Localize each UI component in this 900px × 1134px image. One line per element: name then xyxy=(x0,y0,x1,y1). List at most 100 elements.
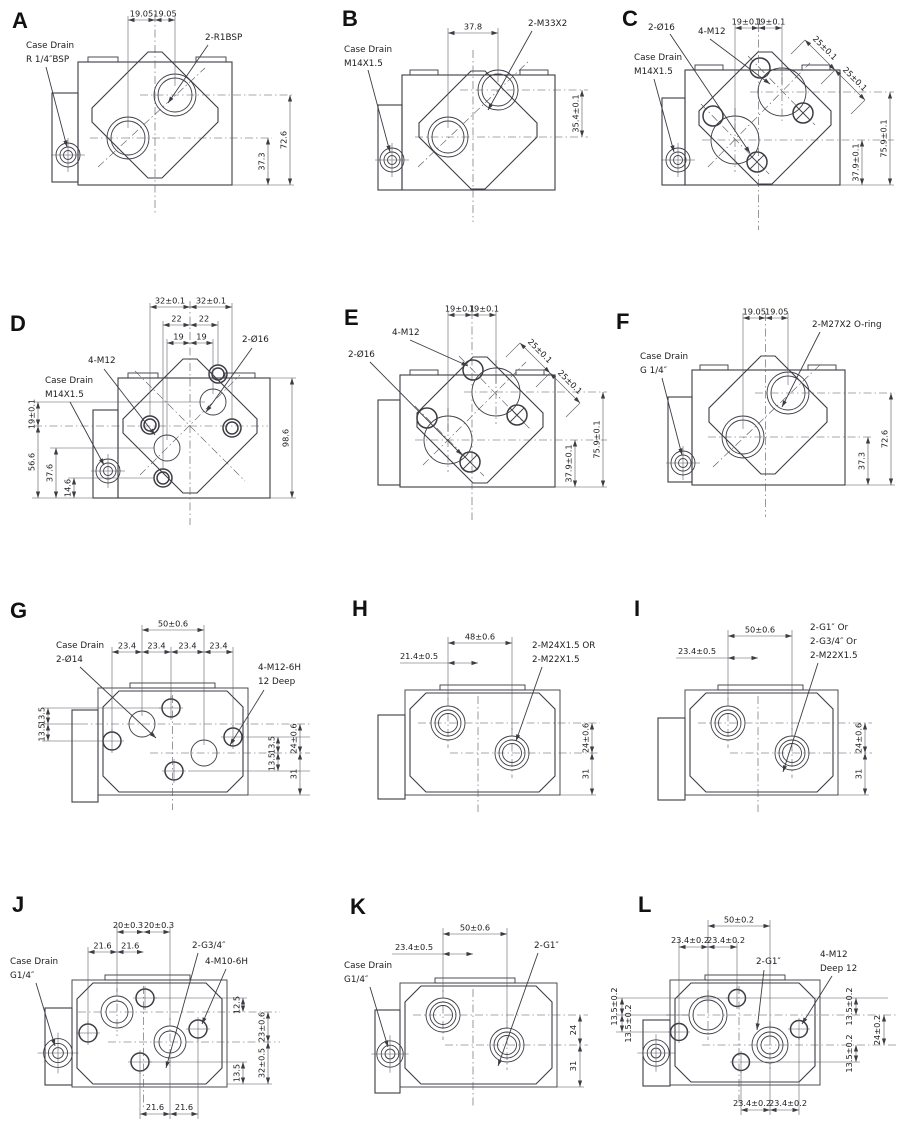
top-tab xyxy=(87,56,119,63)
face-outline xyxy=(102,690,244,793)
face-outline xyxy=(689,692,834,793)
dim-arrow xyxy=(579,90,585,97)
dim-arrow xyxy=(471,660,478,666)
dim-label: 25±0.1 xyxy=(526,337,555,366)
callout-label: 4-M12-6H xyxy=(258,663,301,673)
dim-arrow xyxy=(781,315,788,321)
dim-label: 31 xyxy=(854,769,864,779)
dowel-hole xyxy=(459,451,481,473)
callout-label: Case Drain xyxy=(640,352,688,362)
dim-arrow xyxy=(543,366,550,373)
panel-letter: G xyxy=(10,598,27,623)
dim-arrow xyxy=(240,1005,246,1012)
dim-arrow xyxy=(112,649,119,655)
dim-arrow xyxy=(775,25,782,31)
dim-arrow xyxy=(183,340,190,346)
dim-arrow xyxy=(619,998,625,1005)
dim-label: 19.05 xyxy=(765,307,788,317)
dowel-hole xyxy=(792,102,814,124)
panel-letter: D xyxy=(10,311,26,336)
panel-letter: E xyxy=(344,305,359,330)
dim-arrow xyxy=(488,103,493,110)
extension-line xyxy=(820,69,836,85)
leader-line xyxy=(79,666,157,739)
leader-line xyxy=(756,969,765,1031)
dim-label: 20±0.3 xyxy=(144,920,174,930)
dim-arrow xyxy=(881,1015,887,1022)
leader-line xyxy=(709,38,771,85)
dim-arrow xyxy=(88,949,95,955)
leader-line xyxy=(45,66,68,148)
dim-arrow xyxy=(128,17,135,23)
top-tab xyxy=(195,56,227,63)
dim-arrow xyxy=(117,929,124,935)
dim-label: 23.4±0.2 xyxy=(671,935,709,945)
dim-label: 31 xyxy=(289,769,299,779)
dim-arrow xyxy=(35,402,41,409)
dim-label: 35.4±0.1 xyxy=(571,94,581,132)
dim-arrow xyxy=(135,649,142,655)
dim-arrow xyxy=(142,649,149,655)
dim-arrow xyxy=(190,340,197,346)
dim-arrow xyxy=(297,746,303,753)
dim-label: 75.9±0.1 xyxy=(879,119,889,157)
dim-label: 23.4±0.5 xyxy=(395,942,433,952)
dim-arrow xyxy=(35,426,41,433)
valve-face xyxy=(708,355,828,475)
leader-line xyxy=(165,952,199,1069)
dim-label: 23.4±0.2 xyxy=(769,1098,807,1108)
dim-label: 20±0.3 xyxy=(113,920,143,930)
top-tab xyxy=(224,372,256,379)
dim-label: 14.6 xyxy=(63,479,73,497)
dim-arrow xyxy=(619,1025,625,1032)
dim-arrow xyxy=(206,340,213,346)
dim-arrow xyxy=(168,96,174,103)
extension-line xyxy=(565,402,581,418)
dim-arrow xyxy=(63,140,68,147)
dim-arrow xyxy=(708,944,715,950)
callout-label: 2-Ø16 xyxy=(242,334,269,345)
dim-arrow xyxy=(149,428,155,435)
dim-arrow xyxy=(275,737,281,744)
dim-arrow xyxy=(190,322,197,328)
dim-label: 19±0.1 xyxy=(469,304,499,314)
dim-label: 37.3 xyxy=(857,452,867,470)
dim-arrow xyxy=(619,1015,625,1022)
dim-arrow xyxy=(163,322,170,328)
callout-label: G1/4″ xyxy=(344,975,369,985)
dim-arrow xyxy=(191,1111,198,1117)
dim-arrow xyxy=(71,478,77,485)
panel-letter: A xyxy=(12,8,28,33)
dim-label: 19±0.1 xyxy=(27,399,37,429)
dim-arrow xyxy=(835,70,842,77)
mounting-flange xyxy=(377,714,406,800)
dim-label: 24±0.2 xyxy=(872,1015,882,1045)
centerline xyxy=(422,361,527,466)
centerline xyxy=(712,362,823,468)
dim-label: 13.5 xyxy=(37,707,47,725)
callout-label: 12 Deep xyxy=(258,677,296,687)
centerline xyxy=(414,405,485,477)
dim-arrow xyxy=(265,1035,271,1042)
dim-arrow xyxy=(853,1045,859,1052)
dim-arrow xyxy=(758,25,765,31)
dim-arrow xyxy=(149,732,156,738)
dim-arrow xyxy=(240,1062,246,1069)
leader-line xyxy=(201,968,227,1025)
dim-arrow xyxy=(155,17,162,23)
dim-arrow xyxy=(853,1008,859,1015)
dim-arrow xyxy=(862,723,868,730)
top-tab xyxy=(694,64,724,71)
dim-arrow xyxy=(759,315,766,321)
callout-label: Case Drain xyxy=(45,376,93,386)
face-outline xyxy=(404,985,553,1085)
callout-label: 2-G1″ xyxy=(534,941,560,951)
callout-label: M14X1.5 xyxy=(344,59,383,69)
leader-line xyxy=(69,401,105,466)
dim-arrow xyxy=(137,949,144,955)
dim-arrow xyxy=(140,1111,147,1117)
